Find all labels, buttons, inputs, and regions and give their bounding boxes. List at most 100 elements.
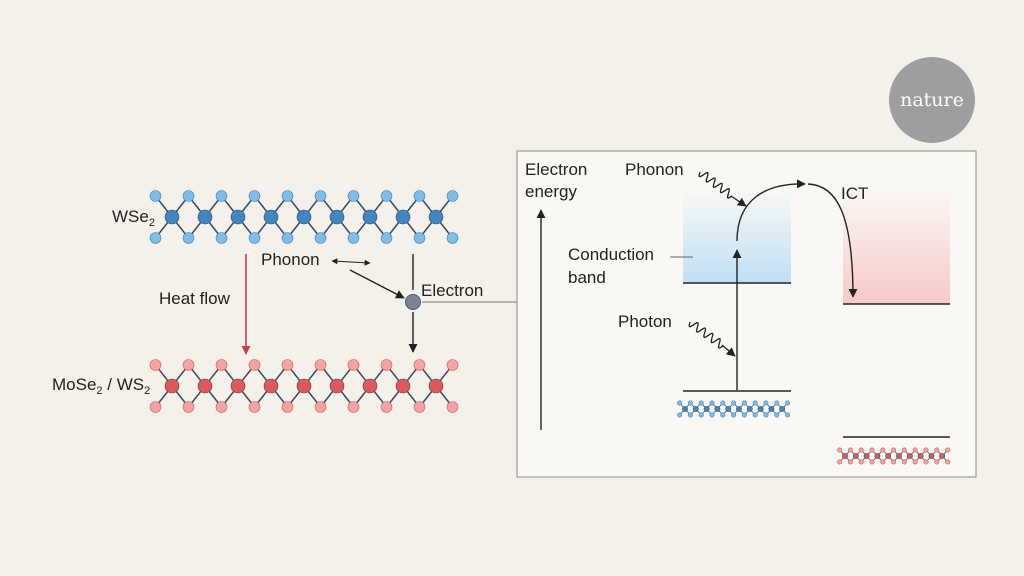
ict-label: ICT: [841, 184, 868, 203]
chalcogen-atom: [731, 412, 737, 418]
chalcogen-atom: [945, 459, 951, 465]
chalcogen-atom: [149, 401, 162, 413]
chalcogen-atom: [446, 190, 459, 202]
chalcogen-atom: [880, 447, 886, 453]
chalcogen-atom: [281, 232, 294, 244]
chalcogen-atom: [347, 401, 360, 413]
chalcogen-atom: [837, 459, 843, 465]
metal-atom: [885, 453, 892, 459]
chalcogen-atom: [945, 447, 951, 453]
metal-atom: [939, 453, 946, 459]
metal-atom: [863, 453, 870, 459]
chalcogen-atom: [215, 190, 228, 202]
metal-atom: [428, 378, 444, 394]
photon-label: Photon: [618, 312, 672, 331]
chalcogen-atom: [912, 459, 918, 465]
metal-atom: [395, 378, 411, 394]
metal-atom: [428, 209, 444, 225]
chalcogen-atom: [446, 359, 459, 371]
chalcogen-atom: [347, 232, 360, 244]
metal-atom: [197, 378, 213, 394]
metal-atom: [692, 406, 699, 412]
chalcogen-atom: [847, 459, 853, 465]
chalcogen-atom: [380, 401, 393, 413]
metal-atom: [703, 406, 710, 412]
metal-atom: [906, 453, 913, 459]
conduction-label-line2: band: [568, 268, 606, 287]
metal-atom: [779, 406, 786, 412]
chalcogen-atom: [248, 401, 261, 413]
chalcogen-atom: [923, 459, 929, 465]
chalcogen-atom: [182, 401, 195, 413]
chalcogen-atom: [934, 447, 940, 453]
chalcogen-atom: [763, 412, 769, 418]
chalcogen-atom: [413, 190, 426, 202]
chalcogen-atom: [413, 401, 426, 413]
metal-atom: [874, 453, 881, 459]
chalcogen-atom: [837, 447, 843, 453]
wse2-label: WSe2: [112, 207, 155, 229]
chalcogen-atom: [347, 190, 360, 202]
energy-panel: Electron energy Conduction band Phonon P…: [516, 150, 977, 478]
metal-atom: [329, 209, 345, 225]
chalcogen-atom: [923, 447, 929, 453]
chalcogen-atom: [763, 400, 769, 406]
metal-atom: [197, 209, 213, 225]
chalcogen-atom: [347, 359, 360, 371]
chalcogen-atom: [774, 400, 780, 406]
metal-atom: [329, 378, 345, 394]
metal-atom: [928, 453, 935, 459]
chalcogen-atom: [869, 459, 875, 465]
chalcogen-atom: [901, 447, 907, 453]
chalcogen-atom: [912, 447, 918, 453]
chalcogen-atom: [182, 232, 195, 244]
phonon-to-electron-arrow: [349, 269, 405, 299]
chalcogen-atom: [934, 459, 940, 465]
chalcogen-atom: [677, 400, 683, 406]
metal-atom: [296, 209, 312, 225]
chalcogen-atom: [380, 190, 393, 202]
metal-atom: [230, 378, 246, 394]
metal-atom: [682, 406, 688, 412]
chalcogen-atom: [215, 232, 228, 244]
wse2-layer: WSe2: [112, 190, 459, 244]
metal-atom: [362, 378, 378, 394]
axis-label-line1: Electron: [525, 160, 587, 179]
chalcogen-atom: [720, 412, 726, 418]
mose2-ws2-layer: MoSe2 / WS2: [52, 359, 459, 413]
axis-label-line2: energy: [525, 182, 577, 201]
metal-atom: [746, 406, 753, 412]
electron-label: Electron: [421, 281, 483, 300]
metal-atom: [164, 378, 180, 394]
nature-logo: nature: [889, 57, 975, 143]
chalcogen-atom: [149, 359, 162, 371]
chalcogen-atom: [785, 412, 791, 418]
photon-wave-arrow: [721, 344, 736, 357]
chalcogen-atom: [698, 412, 704, 418]
chalcogen-atom: [149, 232, 162, 244]
chalcogen-atom: [687, 400, 693, 406]
ict-arc-down: [807, 183, 858, 298]
electron-dot: [405, 294, 421, 310]
heat-flow-label: Heat flow: [159, 289, 231, 308]
chalcogen-atom: [731, 400, 737, 406]
metal-atom: [164, 209, 180, 225]
metal-atom: [852, 453, 859, 459]
chalcogen-atom: [687, 412, 693, 418]
metal-atom: [768, 406, 775, 412]
metal-atom: [263, 209, 279, 225]
photon-wave: [688, 321, 724, 349]
conduction-label-line1: Conduction: [568, 245, 654, 264]
chalcogen-atom: [314, 190, 327, 202]
ict-arc-up: [736, 179, 806, 242]
chalcogen-atom: [413, 359, 426, 371]
ict-band-fill: [843, 190, 950, 304]
phonon-label-right: Phonon: [625, 160, 684, 179]
chalcogen-atom: [215, 401, 228, 413]
phonon-wave: [698, 171, 733, 199]
mose2-ws2-lattice: [149, 359, 459, 413]
chalcogen-atom: [891, 459, 897, 465]
chalcogen-atom: [709, 400, 715, 406]
chalcogen-atom: [858, 459, 864, 465]
chalcogen-atom: [248, 232, 261, 244]
